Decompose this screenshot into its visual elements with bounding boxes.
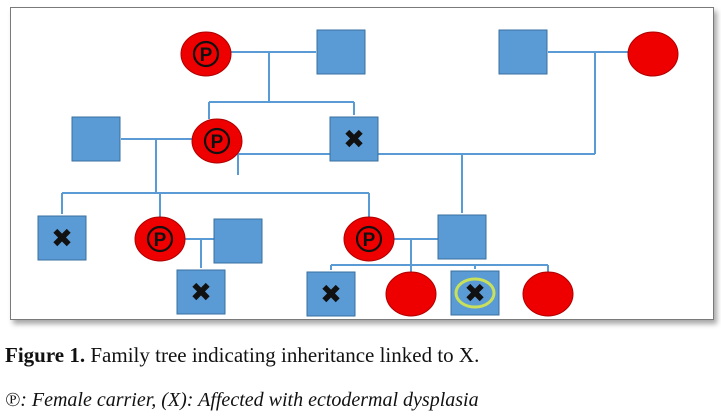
female-symbol	[627, 31, 679, 77]
person-g2-husband	[71, 116, 121, 162]
female-symbol	[180, 31, 232, 77]
male-symbol	[37, 215, 87, 261]
affected-mark: ✖	[51, 224, 73, 254]
affected-mark: ✖	[464, 279, 486, 309]
person-g1-grandmother-right	[627, 31, 679, 77]
female-symbol	[191, 118, 243, 164]
male-symbol	[316, 29, 366, 75]
affected-mark: ✖	[343, 125, 365, 155]
female-symbol	[134, 216, 186, 262]
person-g4-son-b: ✖	[306, 271, 356, 317]
person-g2-brother: ✖	[329, 116, 379, 162]
person-g2-wife: P	[191, 118, 243, 164]
female-symbol	[522, 271, 574, 317]
carrier-ring	[203, 127, 231, 155]
person-g1-grandmother-left: P	[180, 31, 232, 77]
person-g3-daughter-1-husband	[213, 218, 263, 264]
male-symbol	[213, 218, 263, 264]
person-g4-proband: ✖	[450, 270, 500, 316]
proband-highlight	[454, 277, 496, 309]
pedigree-figure-frame: P P ✖ ✖ P P ✖ ✖ ✖	[10, 7, 714, 320]
female-symbol	[385, 271, 437, 317]
person-g4-daughter-b	[385, 271, 437, 317]
person-g4-daughter-c	[522, 271, 574, 317]
male-symbol	[306, 271, 356, 317]
person-g1-grandfather-left	[316, 29, 366, 75]
person-g1-grandfather-right	[498, 29, 548, 75]
figure-caption: Figure 1. Family tree indicating inherit…	[5, 343, 479, 368]
affected-mark: ✖	[320, 280, 342, 310]
carrier-mark: P	[211, 132, 224, 153]
carrier-ring	[146, 225, 174, 253]
figure-legend-note: ℗: Female carrier, (X): Affected with ec…	[5, 389, 479, 411]
male-symbol	[437, 214, 487, 260]
carrier-mark: P	[154, 230, 167, 251]
person-g3-daughter-2: P	[343, 216, 395, 262]
male-symbol	[71, 116, 121, 162]
affected-mark: ✖	[190, 278, 212, 308]
carrier-ring	[355, 225, 383, 253]
female-symbol	[343, 216, 395, 262]
male-symbol	[176, 269, 226, 315]
male-symbol	[329, 116, 379, 162]
person-g3-daughter-2-husband	[437, 214, 487, 260]
carrier-mark: P	[363, 230, 376, 251]
figure-caption-text: Family tree indicating inheritance linke…	[85, 343, 480, 367]
male-symbol	[498, 29, 548, 75]
carrier-mark: P	[200, 45, 213, 66]
person-g4-son-a: ✖	[176, 269, 226, 315]
pedigree-chart: P P ✖ ✖ P P ✖ ✖ ✖	[37, 29, 679, 317]
person-g3-daughter-1: P	[134, 216, 186, 262]
figure-label: Figure 1.	[5, 343, 86, 367]
pedigree-individuals: P P ✖ ✖ P P ✖ ✖ ✖	[37, 29, 679, 317]
person-g3-son: ✖	[37, 215, 87, 261]
carrier-ring	[192, 40, 220, 68]
pedigree-connection-lines	[61, 51, 628, 272]
